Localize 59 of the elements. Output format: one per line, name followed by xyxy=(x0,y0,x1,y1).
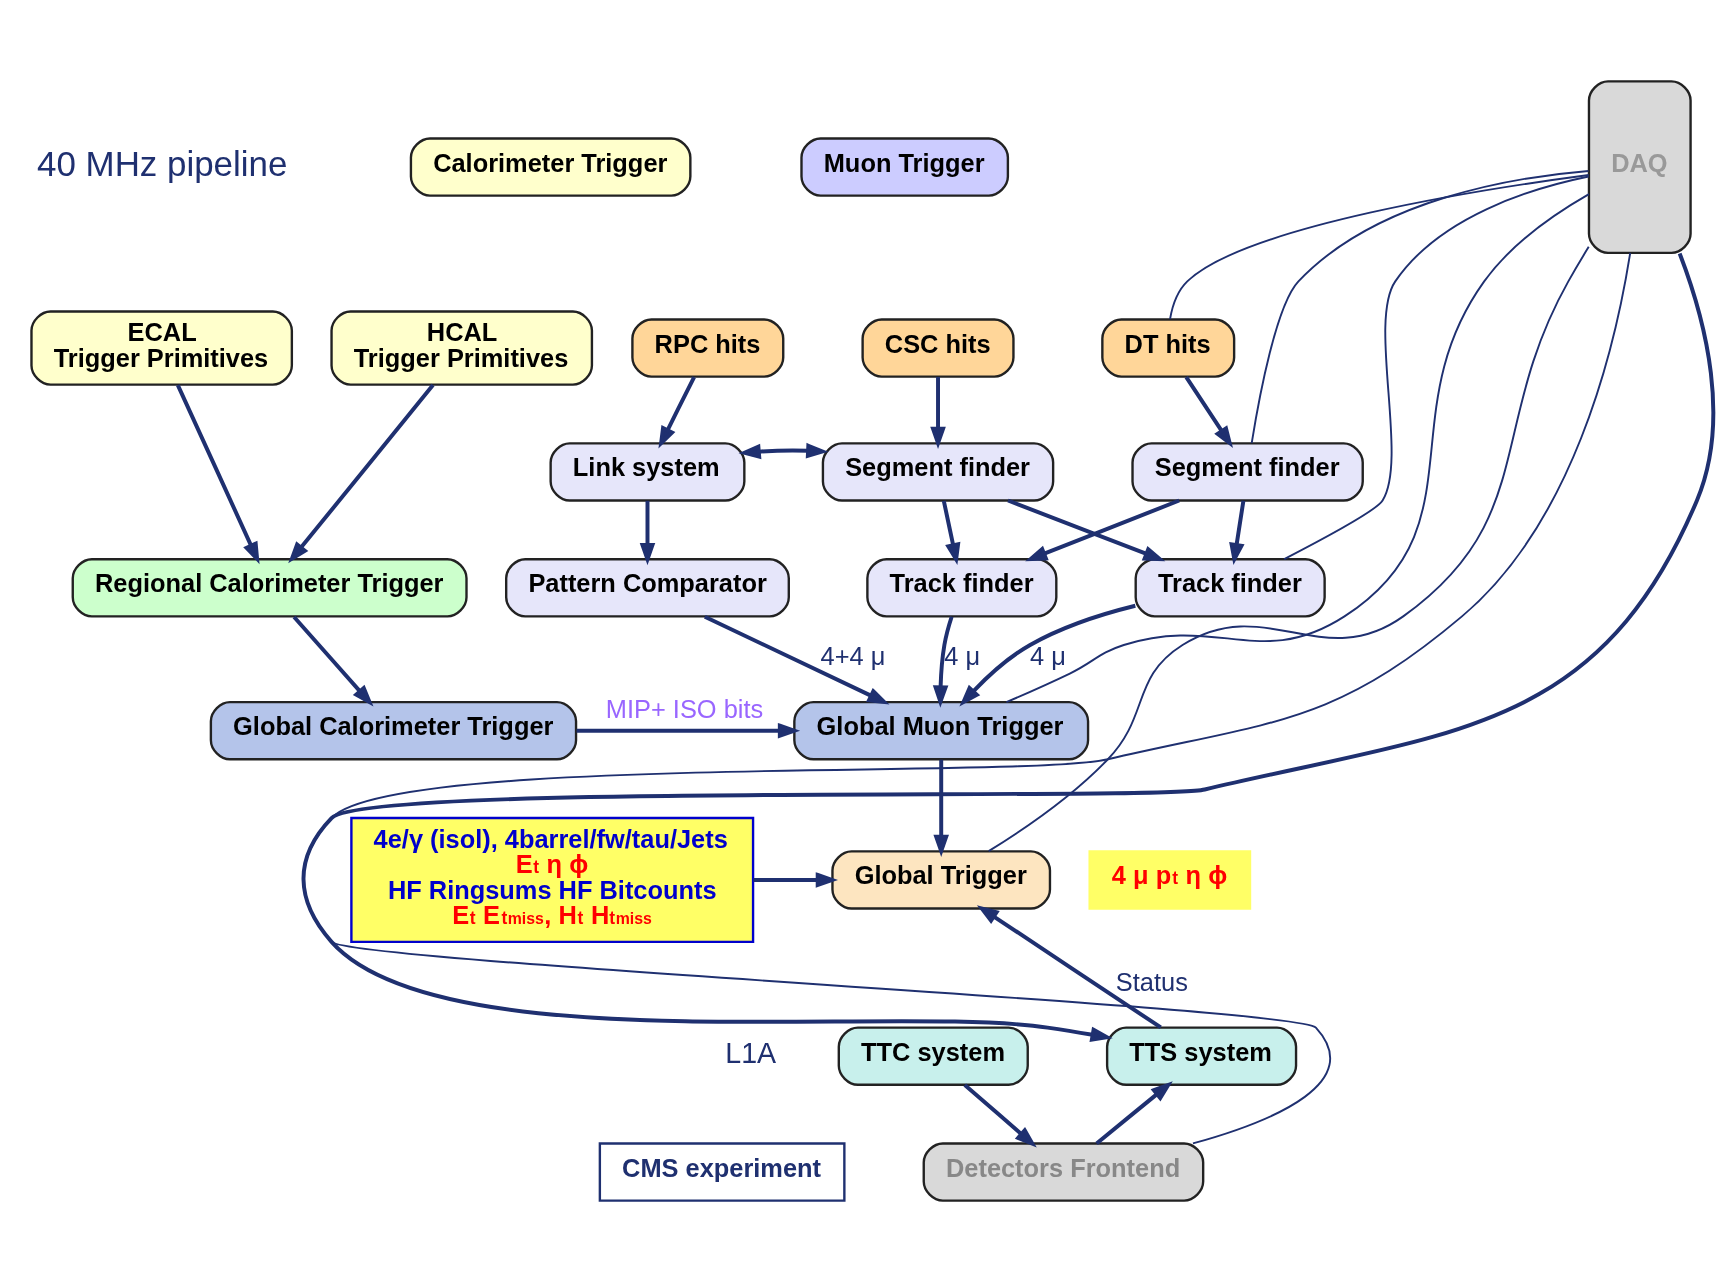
label: 40 MHz pipeline xyxy=(37,143,288,183)
node-box: TTC system xyxy=(837,1026,1029,1086)
node-box: Segment finder xyxy=(821,442,1055,502)
node-box: Muon Trigger xyxy=(800,137,1010,197)
arrow xyxy=(1007,498,1166,562)
arrow xyxy=(658,376,696,449)
node-box: 4e/γ (isol), 4barrel/fw/tau/Jets Et η ϕ HF Ringsums HF Bitcounts Et Etmiss, Ht Htmiss xyxy=(350,816,755,944)
node-box: 4 μ pt η ϕ xyxy=(1088,850,1252,910)
arrow xyxy=(288,383,435,564)
edge-label: Status xyxy=(1115,967,1188,996)
arrow xyxy=(959,603,1136,707)
arrow xyxy=(292,615,374,707)
arrow xyxy=(738,442,829,460)
node-box: Global Muon Trigger xyxy=(793,700,1090,761)
node-box: CSC hits xyxy=(861,318,1015,378)
arrow xyxy=(302,252,1716,1043)
arrow xyxy=(639,500,656,566)
connector xyxy=(1250,170,1590,445)
node-box: ECAL Trigger Primitives xyxy=(30,310,294,386)
arrow xyxy=(930,377,946,450)
node-box: Calorimeter Trigger xyxy=(409,137,692,197)
node-box: Regional Calorimeter Trigger xyxy=(71,558,468,618)
node-box: TTS system xyxy=(1105,1026,1298,1086)
arrow xyxy=(703,614,890,705)
edge-label: 4 μ xyxy=(944,642,981,671)
arrow xyxy=(941,500,961,566)
arrow xyxy=(1095,1081,1173,1145)
arrow xyxy=(576,722,801,739)
arrow xyxy=(933,759,949,857)
connector xyxy=(1169,174,1590,321)
arrow xyxy=(1184,375,1233,449)
connector xyxy=(1283,175,1590,560)
node-box: Detectors Frontend xyxy=(922,1142,1205,1202)
node-box: Track finder xyxy=(1134,558,1326,618)
node-box: RPC hits xyxy=(631,318,785,378)
edge-label: 4+4 μ xyxy=(820,642,886,671)
arrow xyxy=(1025,498,1180,562)
node-box: Global Trigger xyxy=(831,850,1052,910)
arrow xyxy=(976,905,1162,1030)
arrow xyxy=(176,384,260,565)
node-box: Global Calorimeter Trigger xyxy=(209,700,578,761)
node-box: CMS experiment xyxy=(598,1142,846,1202)
edge-label: 4 μ xyxy=(1030,642,1066,671)
connector xyxy=(987,245,1590,853)
node-box: Pattern Comparator xyxy=(505,558,790,618)
arrow xyxy=(963,1083,1037,1148)
node-box: Segment finder xyxy=(1131,442,1364,502)
arrow xyxy=(753,872,838,888)
node-box: DT hits xyxy=(1101,318,1236,378)
arrow xyxy=(1229,500,1246,566)
node-box: DAQ xyxy=(1587,80,1692,254)
arrow xyxy=(932,616,954,708)
node-box: Track finder xyxy=(866,558,1058,618)
label: L1A xyxy=(725,1037,777,1070)
connector xyxy=(1005,193,1590,704)
connector xyxy=(302,252,1632,1145)
node-box: Link system xyxy=(549,442,746,502)
node-box: HCAL Trigger Primitives xyxy=(330,310,594,386)
edge-label: MIP+ ISO bits xyxy=(605,694,764,723)
